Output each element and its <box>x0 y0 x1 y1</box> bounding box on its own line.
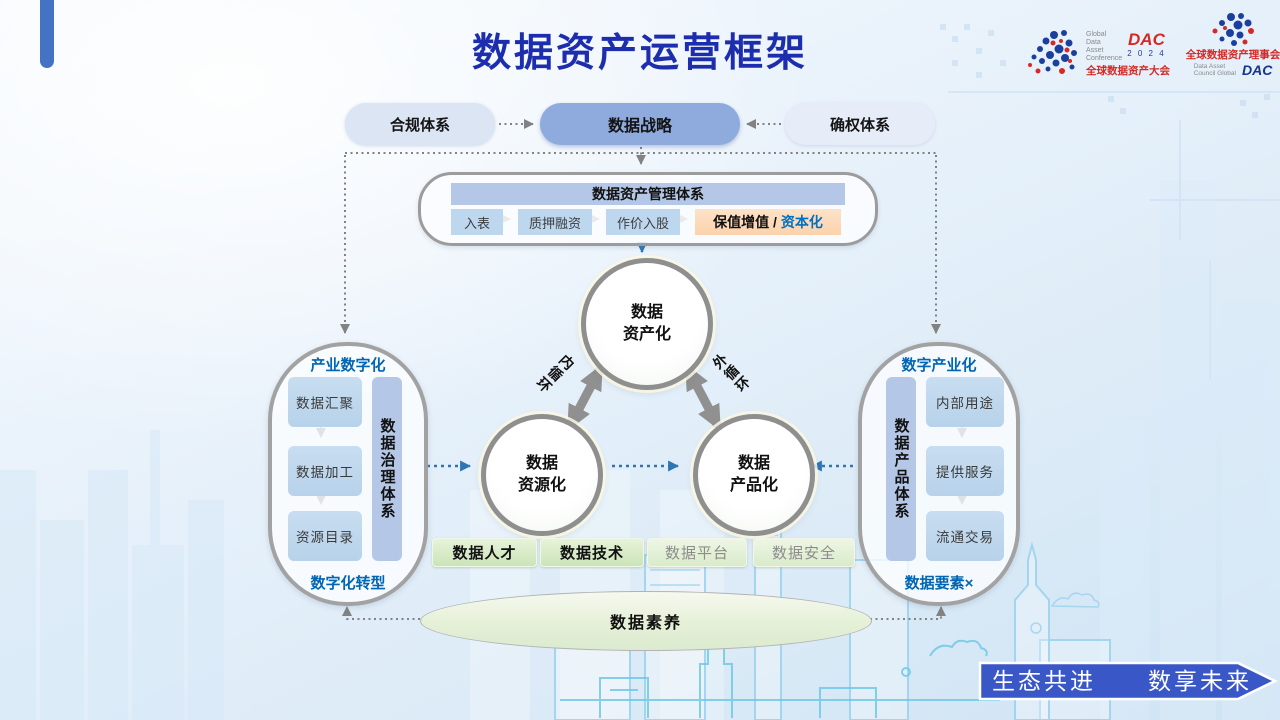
highlight-blue-text: 资本化 <box>780 214 823 230</box>
step-pledge-financing: 质押融资 <box>518 209 592 235</box>
circle-line: 资产化 <box>622 326 671 343</box>
accent-bar <box>40 0 54 68</box>
conference-en-line: Conference <box>1086 55 1123 63</box>
item-internal-use: 内部用途 <box>926 377 1004 427</box>
conference-cn-name: 全球数据资产大会 <box>1086 65 1170 78</box>
item-provide-services: 提供服务 <box>926 446 1004 496</box>
conference-logo-text: Global Data Asset Conference DAC 2 0 2 4… <box>1086 31 1170 77</box>
step-on-balance-sheet: 入表 <box>451 209 503 235</box>
item-circulation-trading: 流通交易 <box>926 511 1004 561</box>
council-en-line: Council Global <box>1193 70 1236 77</box>
circle-line: 数据 <box>630 304 663 322</box>
page-title: 数据资产运营框架 <box>471 30 809 76</box>
circle-line: 资源化 <box>517 477 566 494</box>
foundation-data-technology: 数据技术 <box>540 538 644 567</box>
council-dac-wordmark: DAC <box>1241 62 1273 78</box>
data-governance-system-bar: 数据治理体系 <box>372 377 402 561</box>
right-panel-title: 数字产业化 <box>901 357 977 374</box>
data-product-system-bar: 数据产品体系 <box>886 377 916 561</box>
item-data-processing: 数据加工 <box>288 446 362 496</box>
conference-dac-wordmark: DAC <box>1128 30 1165 50</box>
conference-en-line: Global <box>1086 31 1107 39</box>
foundation-data-talent: 数据人才 <box>432 538 537 567</box>
management-box-header: 数据资产管理体系 <box>451 183 845 205</box>
conference-year: 2 0 2 4 <box>1127 49 1166 59</box>
council-logo-dots-icon <box>1212 13 1254 46</box>
industry-digitalization-panel: 产业数字化 数据汇聚 数据加工 资源目录 数据治理体系 数字化转型 <box>268 342 428 606</box>
data-literacy-ellipse: 数据素养 <box>420 591 872 651</box>
conference-logo: Global Data Asset Conference DAC 2 0 2 4… <box>1026 22 1172 86</box>
conference-en-line: Asset <box>1086 47 1104 55</box>
item-resource-catalog: 资源目录 <box>288 511 362 561</box>
council-cn-name: 全球数据资产理事会 <box>1185 49 1280 61</box>
step-value-preservation-capitalization: 保值增值 / 资本化 <box>695 209 841 235</box>
council-en-line: Data Asset <box>1193 62 1226 70</box>
footer-banner-shape <box>978 661 1278 701</box>
council-logo: 全球数据资产理事会 Data Asset Council Global DAC <box>1185 12 1280 82</box>
step-valuation-investment: 作价入股 <box>606 209 680 235</box>
circle-line: 数据 <box>737 455 770 473</box>
highlight-black-text: 保值增值 / <box>713 214 777 230</box>
pill-data-strategy: 数据战略 <box>540 103 740 145</box>
digital-industrialization-panel: 数字产业化 数据产品体系 内部用途 提供服务 流通交易 数据要素× <box>858 342 1020 606</box>
circle-data-resourcization: 数据 资源化 <box>481 414 603 536</box>
foundation-data-security: 数据安全 <box>753 538 855 567</box>
circle-line: 数据 <box>525 455 558 473</box>
foundation-data-platform: 数据平台 <box>647 538 747 567</box>
left-panel-footer: 数字化转型 <box>310 575 386 592</box>
conference-en-line: Data <box>1086 39 1101 47</box>
circle-data-assetization: 数据 资产化 <box>581 258 713 390</box>
footer-banner-slogan: 生态共进 数享未来 <box>992 668 1252 694</box>
data-asset-management-box: 数据资产管理体系 入表 质押融资 作价入股 保值增值 / 资本化 <box>418 172 878 246</box>
left-panel-title: 产业数字化 <box>310 357 386 374</box>
conference-logo-dots-icon <box>1028 30 1077 74</box>
circle-line: 产品化 <box>729 477 778 494</box>
inner-cycle-arrow <box>566 363 604 432</box>
pill-compliance-system: 合规体系 <box>345 103 495 145</box>
item-data-aggregation: 数据汇聚 <box>288 377 362 427</box>
outer-cycle-arrow <box>684 363 722 432</box>
right-panel-footer: 数据要素× <box>904 575 974 592</box>
circle-data-productization: 数据 产品化 <box>693 414 815 536</box>
pill-rights-confirmation-system: 确权体系 <box>785 103 935 145</box>
